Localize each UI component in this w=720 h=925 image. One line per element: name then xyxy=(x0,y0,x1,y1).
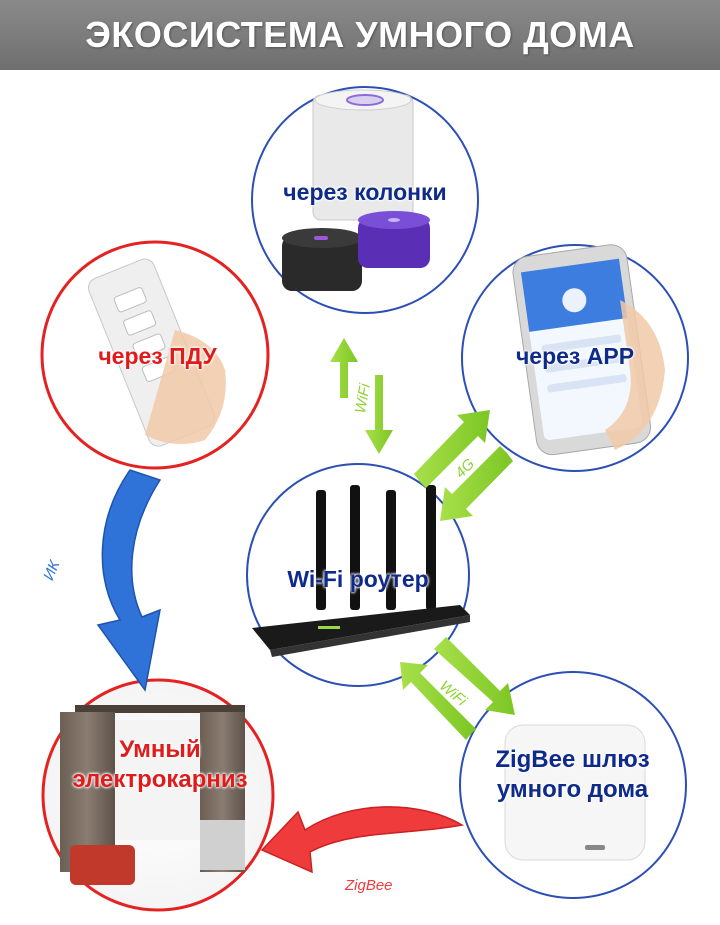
title-bar: ЭКОСИСТЕМА УМНОГО ДОМА xyxy=(0,0,720,70)
app-label: через APP xyxy=(515,343,635,369)
router-icon xyxy=(252,485,470,657)
app-4g-arrows xyxy=(414,410,513,521)
arrow-to-router xyxy=(400,662,476,740)
arrow-to-router xyxy=(440,446,513,521)
zigbee-arrow xyxy=(260,806,465,874)
cornice-label-line1: Умный xyxy=(119,736,201,763)
cornice-node xyxy=(41,678,275,912)
page-title: ЭКОСИСТЕМА УМНОГО ДОМА xyxy=(85,14,635,55)
down-arrow xyxy=(365,375,393,454)
hand-shape xyxy=(145,330,226,444)
speakers-label: через колонки xyxy=(283,179,447,205)
up-arrow xyxy=(330,338,358,398)
gateway-label-line1: ZigBee шлюз xyxy=(495,746,650,773)
wifi-gateway-arrows xyxy=(400,637,515,740)
arrow-to-gateway xyxy=(434,637,515,715)
arrow-to-app xyxy=(414,410,490,488)
gateway-device-icon xyxy=(504,724,646,861)
curtain-icon xyxy=(60,705,245,885)
wifi-speakers-arrows xyxy=(330,338,393,454)
app-node xyxy=(461,244,689,472)
zigbee-label: ZigBee xyxy=(345,877,393,894)
router-label: Wi-Fi роутер xyxy=(287,566,429,592)
cornice-label-line2: электрокарниз xyxy=(72,766,248,793)
gateway-node xyxy=(459,671,687,899)
remote-label: через ПДУ xyxy=(98,343,217,369)
gateway-label: ZigBee шлюз умного дома xyxy=(455,745,690,805)
smartphone-icon xyxy=(512,244,652,456)
hand-shape xyxy=(605,300,665,450)
remote-node xyxy=(40,240,270,470)
gateway-label-line2: умного дома xyxy=(496,776,649,803)
cornice-label: Умный электрокарниз xyxy=(40,735,280,795)
ir-arrow xyxy=(96,469,162,692)
speakers-node xyxy=(251,86,479,314)
smart-speaker-icon xyxy=(282,89,430,291)
router-node xyxy=(246,463,470,687)
